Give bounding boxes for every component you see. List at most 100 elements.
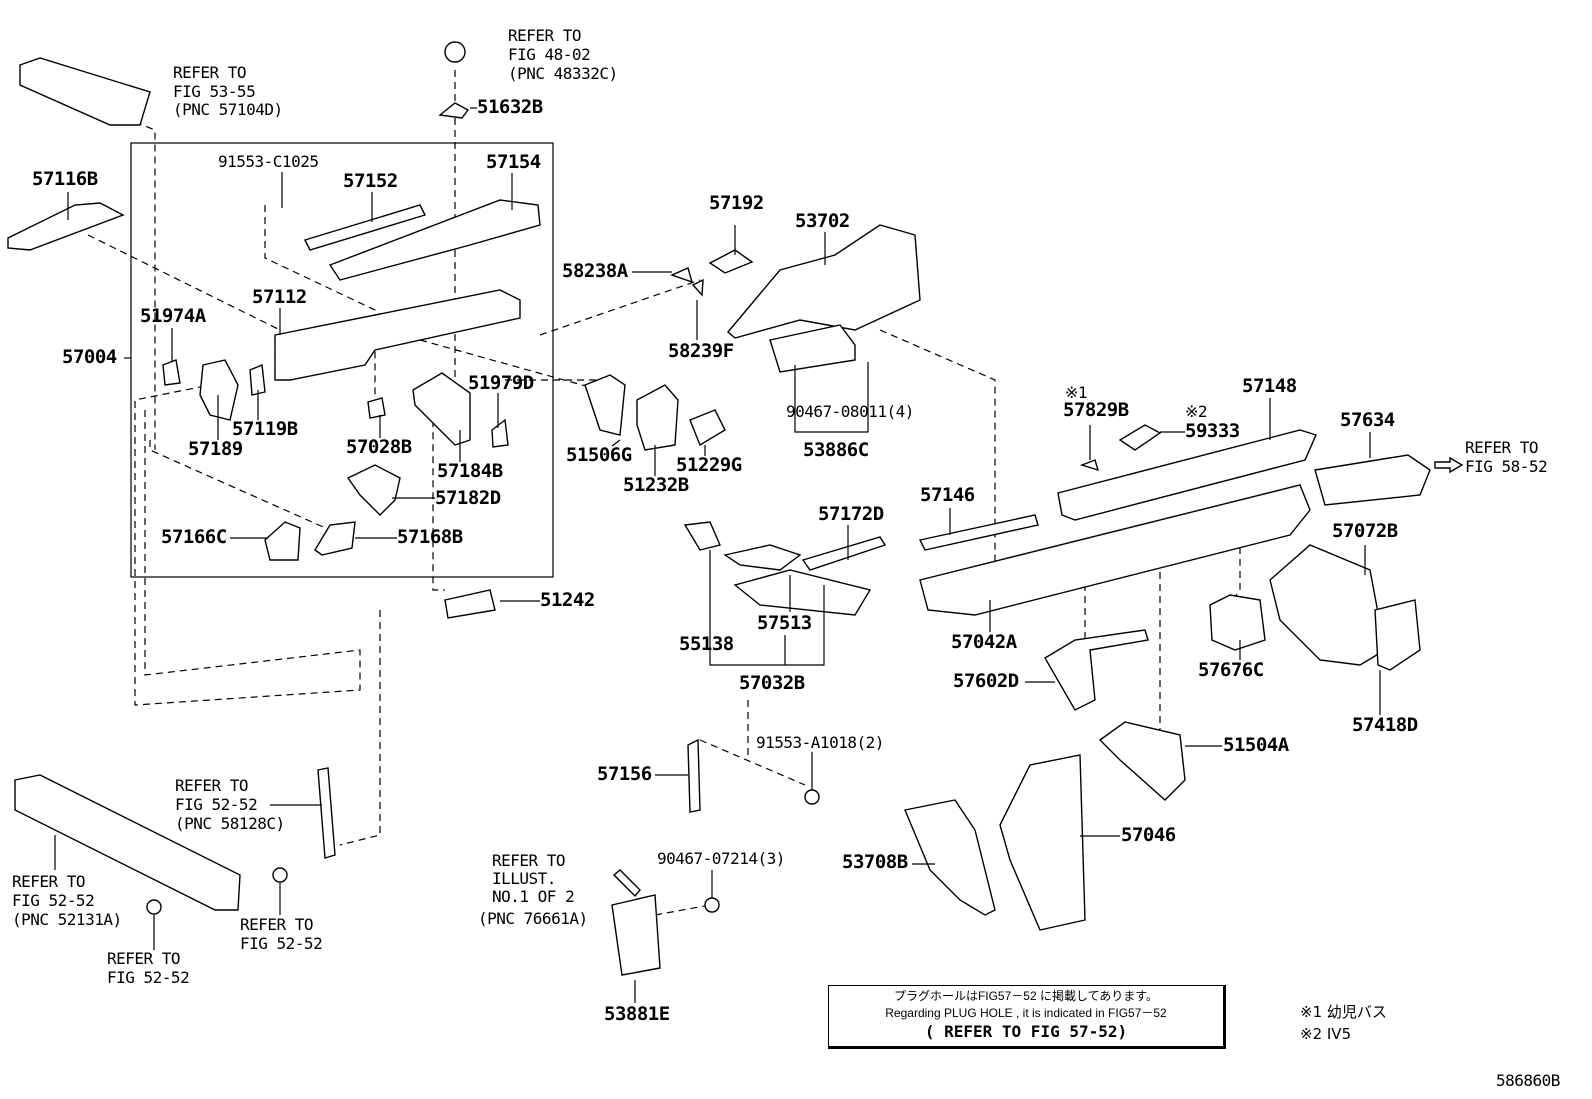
part-label[interactable]: 57004 <box>62 346 117 368</box>
part-51242 <box>444 589 496 619</box>
part-53886c <box>769 324 856 373</box>
part-label[interactable]: 57112 <box>252 286 307 308</box>
part-label[interactable]: 57168B <box>397 526 463 548</box>
part-label[interactable]: 57148 <box>1242 375 1297 397</box>
part-label[interactable]: 57154 <box>486 151 541 173</box>
refer-line: REFER TO <box>173 63 247 82</box>
part-label[interactable]: 51242 <box>540 589 595 611</box>
part-55138 <box>683 521 721 551</box>
part-label[interactable]: 55138 <box>679 633 734 655</box>
refer-line: (PNC 58128C) <box>175 814 285 833</box>
part-label[interactable]: 57119B <box>232 418 298 440</box>
refer-line: NO.1 OF 2 <box>492 887 575 906</box>
part-51974a <box>162 359 181 386</box>
part-label[interactable]: 57166C <box>161 526 227 548</box>
part-57156 <box>687 738 701 813</box>
assembly-57004-box <box>130 142 554 578</box>
note-english: Regarding PLUG HOLE , it is indicated in… <box>885 1006 1167 1020</box>
part-label[interactable]: 57172D <box>818 503 884 525</box>
part-label[interactable]: 57418D <box>1352 714 1418 736</box>
part-label[interactable]: 51979D <box>468 372 534 394</box>
part-label[interactable]: 57116B <box>32 168 98 190</box>
part-label[interactable]: 57184B <box>437 460 503 482</box>
part-57829b <box>1079 459 1100 472</box>
part-clip-76661a <box>612 869 641 898</box>
part-label[interactable]: 51974A <box>140 305 206 327</box>
part-label[interactable]: 57028B <box>346 436 412 458</box>
footnote-2: ※2 IV5 <box>1300 1025 1352 1043</box>
part-label[interactable]: 51504A <box>1223 734 1289 756</box>
part-57513 <box>723 544 802 571</box>
part-label[interactable]: 57152 <box>343 170 398 192</box>
part-57112 <box>274 289 521 381</box>
part-label[interactable]: 58239F <box>668 340 734 362</box>
part-51504a <box>1098 721 1186 801</box>
part-label[interactable]: 57634 <box>1340 409 1395 431</box>
part-label[interactable]: 57182D <box>435 487 501 509</box>
part-label[interactable]: 57146 <box>920 484 975 506</box>
part-label[interactable]: 91553-C1025 <box>218 152 319 171</box>
refer-line: FIG 52-52 <box>12 891 95 910</box>
part-label[interactable]: 57156 <box>597 763 652 785</box>
part-label[interactable]: 57189 <box>188 438 243 460</box>
part-bolt-91553-a1018 <box>804 789 820 805</box>
part-label[interactable]: 51232B <box>623 474 689 496</box>
refer-line: FIG 53-55 <box>173 82 256 101</box>
part-label[interactable]: 57513 <box>757 612 812 634</box>
part-57634 <box>1314 454 1431 506</box>
part-label[interactable]: 91553-A1018(2) <box>756 733 884 752</box>
part-label[interactable]: 59333 <box>1185 420 1240 442</box>
part-59333 <box>1118 424 1162 451</box>
part-label[interactable]: 57046 <box>1121 824 1176 846</box>
part-53702 <box>727 224 921 339</box>
part-label[interactable]: 53886C <box>803 439 869 461</box>
part-label[interactable]: 90467-07214(3) <box>657 849 785 868</box>
part-51506g <box>584 374 626 436</box>
part-label[interactable]: 57032B <box>739 672 805 694</box>
part-57072b <box>1269 544 1386 666</box>
part-label[interactable]: 53881E <box>604 1003 670 1025</box>
part-51979d <box>491 418 509 448</box>
part-57152 <box>304 204 426 251</box>
part-57116b <box>7 202 125 251</box>
part-57184b <box>412 372 471 446</box>
part-51232b <box>636 384 679 451</box>
refer-line: FIG 52-52 <box>240 934 323 953</box>
refer-line: (PNC 52131A) <box>12 910 122 929</box>
part-label[interactable]: 51229G <box>676 454 742 476</box>
part-label[interactable]: 57072B <box>1332 520 1398 542</box>
part-57032b-sub <box>733 569 872 616</box>
part-51632b <box>438 102 470 119</box>
part-label[interactable]: 57829B <box>1063 399 1129 421</box>
part-57418d <box>1374 599 1421 671</box>
refer-line: ILLUST. <box>492 869 556 888</box>
part-label[interactable]: 51632B <box>477 96 543 118</box>
part-label[interactable]: 57676C <box>1198 659 1264 681</box>
part-label[interactable]: 58238A <box>562 260 628 282</box>
part-label[interactable]: 90467-08011(4) <box>786 402 914 421</box>
refer-line: REFER TO <box>240 915 314 934</box>
part-label[interactable]: 51506G <box>566 444 632 466</box>
part-clip-48332c <box>444 41 466 63</box>
part-label[interactable]: 53708B <box>842 851 908 873</box>
refer-line: FIG 52-52 <box>107 968 190 987</box>
part-57104d <box>19 57 151 126</box>
part-label[interactable]: 53702 <box>795 210 850 232</box>
part-57166c <box>264 521 301 561</box>
part-label[interactable]: 57602D <box>953 670 1019 692</box>
part-label[interactable]: 57042A <box>951 631 1017 653</box>
refer-line: (PNC 76661A) <box>478 909 588 928</box>
diagram-id: 586860B <box>1496 1071 1560 1090</box>
refer-line: REFER TO <box>12 872 86 891</box>
part-label[interactable]: 57192 <box>709 192 764 214</box>
part-57602d <box>1044 629 1149 711</box>
